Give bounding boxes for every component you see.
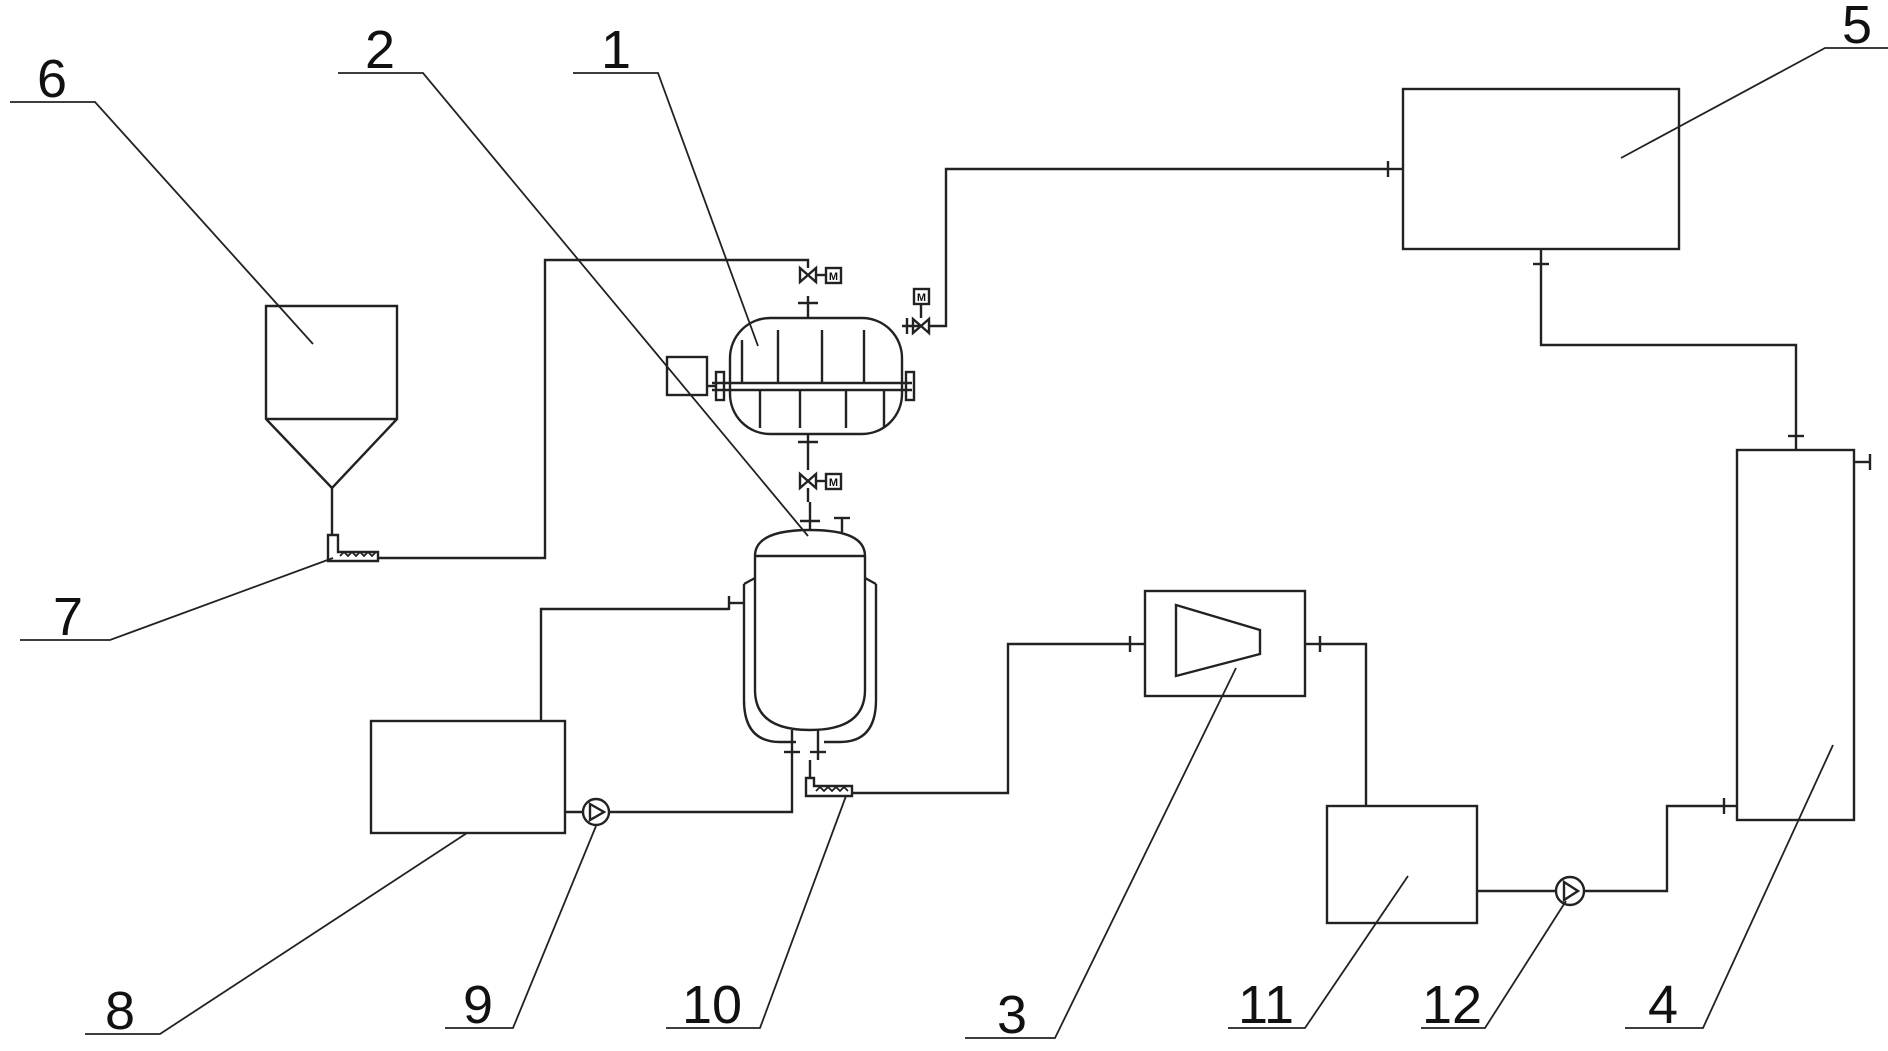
column-4 xyxy=(1722,434,1872,822)
bottom-valve-mark: M xyxy=(829,477,838,489)
label-7: 7 xyxy=(53,587,83,647)
tank-8 xyxy=(369,719,567,835)
top-valve-mark: M xyxy=(829,271,838,283)
side-valve-mark: M xyxy=(917,292,926,304)
label-8: 8 xyxy=(105,981,135,1041)
screw-feeder-10 xyxy=(804,760,854,798)
jacketed-reactor xyxy=(727,502,878,760)
tank-5 xyxy=(1386,87,1681,266)
label-4: 4 xyxy=(1648,975,1678,1035)
label-10: 10 xyxy=(682,975,742,1035)
separator-3 xyxy=(1128,589,1322,698)
label-6: 6 xyxy=(37,49,67,109)
top-valve[interactable]: M xyxy=(798,265,843,285)
label-9: 9 xyxy=(463,975,493,1035)
feed-hopper xyxy=(264,304,399,535)
label-2: 2 xyxy=(365,20,395,80)
horizontal-mixer-1 xyxy=(665,296,920,470)
label-1: 1 xyxy=(601,20,631,80)
label-12: 12 xyxy=(1422,975,1482,1035)
screw-feeder-7 xyxy=(326,533,380,563)
side-valve[interactable]: M xyxy=(911,287,931,336)
pump-12[interactable] xyxy=(1554,875,1586,907)
leader-lines xyxy=(10,47,1888,1039)
label-3: 3 xyxy=(997,985,1027,1045)
bottom-valve[interactable]: M xyxy=(798,471,843,491)
label-11: 11 xyxy=(1238,975,1294,1035)
pump-9[interactable] xyxy=(581,797,611,827)
label-5: 5 xyxy=(1842,0,1872,55)
tank-11 xyxy=(1325,804,1479,925)
piping xyxy=(378,167,1798,893)
equipment-numbers: 1 2 6 5 7 8 9 10 3 11 12 4 xyxy=(37,0,1872,1045)
